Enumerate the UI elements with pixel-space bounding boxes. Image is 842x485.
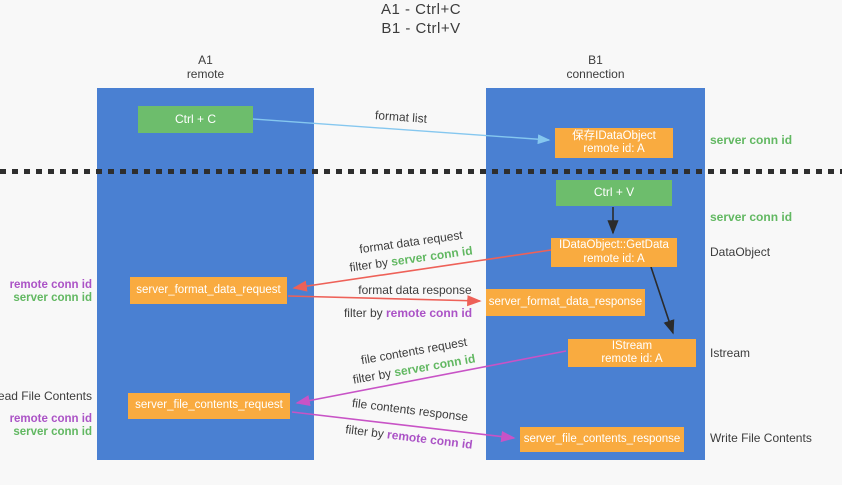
server-file-contents-response-label: server_file_contents_response [523,432,681,445]
getdata-line1: IDataObject::GetData [559,239,669,251]
left-conn-ids-top: remote conn id server conn id [10,279,92,305]
filter-by-text: filter by [351,366,393,387]
server-file-contents-request-node: server_file_contents_request [128,393,290,419]
server-format-data-request-node: server_format_data_request [130,277,287,304]
format-data-response-label: format data response [358,283,472,297]
remote-conn-id-left-bottom: remote conn id [9,413,92,425]
server-format-data-response-node: server_format_data_response [486,289,645,316]
right-column-header: B1 connection [486,53,705,81]
left-column-name: A1 [198,53,213,67]
server-conn-id-right-top: server conn id [710,133,793,147]
right-column-name: B1 [588,53,603,67]
server-file-contents-response-node: server_file_contents_response [520,427,684,452]
filter-by-remote-conn-id-label-2: filter by remote conn id [345,422,474,452]
ctrl-c-node: Ctrl + C [138,106,253,133]
server-conn-id-right-mid: server conn id [710,210,793,224]
server-conn-id-left-bottom: server conn id [13,426,92,438]
filter-by-text: filter by [343,306,383,320]
title-line-1: A1 - Ctrl+C [380,1,462,18]
write-file-contents-label: Write File Contents [710,431,812,445]
ctrl-c-label: Ctrl + C [174,111,216,126]
left-column-header: A1 remote [97,53,314,81]
dotted-separator [0,169,842,174]
istream-line1: IStream [611,339,653,352]
ctrl-v-node: Ctrl + V [556,180,672,206]
istream-line2: remote id: A [601,353,663,365]
server-format-data-request-label: server_format_data_request [136,283,281,296]
left-column-subtitle: remote [186,67,225,81]
server-file-contents-request-label: server_file_contents_request [135,399,283,412]
right-column-subtitle: connection [566,67,625,81]
save-idataobject-node: 保存IDataObject remote id: A [555,128,673,158]
filter-by-text: filter by [344,422,385,441]
diagram-title: A1 - Ctrl+C B1 - Ctrl+V [0,0,842,38]
file-contents-response-label: file contents response [351,395,469,425]
remote-conn-id-text: remote conn id [386,306,473,320]
left-conn-ids-bottom: remote conn id server conn id [10,413,92,439]
server-format-data-response-label: server_format_data_response [488,295,643,308]
idataobject-getdata-node: IDataObject::GetData remote id: A [551,238,677,267]
title-line-2: B1 - Ctrl+V [381,20,461,37]
read-file-contents-label: Read File Contents [0,389,92,403]
server-conn-id-left-top: server conn id [13,292,92,304]
save-idataobject-line1: 保存IDataObject [572,129,656,142]
istream-node: IStream remote id: A [568,339,696,367]
filter-by-text: filter by [348,255,389,275]
getdata-line2: remote id: A [583,252,645,265]
ctrl-v-label: Ctrl + V [593,185,635,200]
format-list-label: format list [374,108,428,126]
remote-conn-id-left-top: remote conn id [9,279,92,291]
dataobject-label: DataObject [710,245,771,259]
save-idataobject-line2: remote id: A [583,143,645,155]
filter-by-remote-conn-id-label-1: filter by remote conn id [344,306,472,320]
istream-side-label: Istream [710,346,751,360]
remote-conn-id-text: remote conn id [386,427,474,452]
